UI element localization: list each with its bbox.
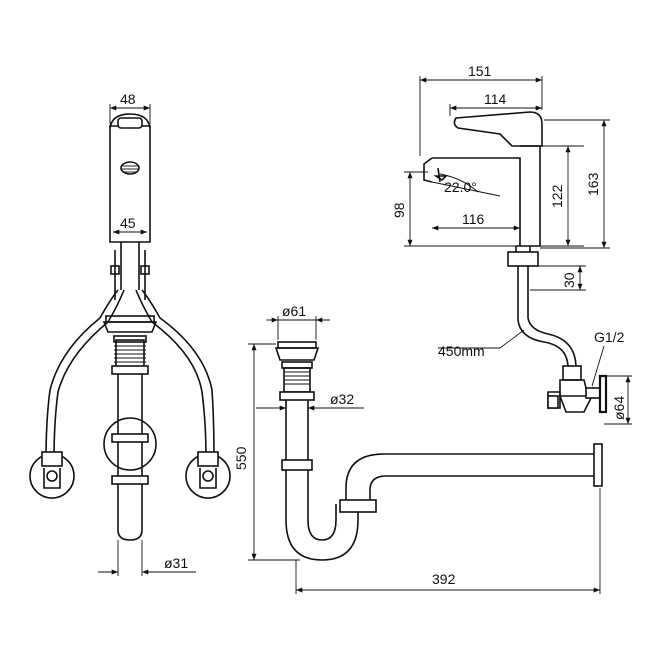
wall-flange	[593, 443, 603, 487]
dim-front-width: 48	[120, 91, 136, 107]
dim-flange: ø64	[611, 396, 627, 420]
valve-right-nut	[197, 451, 219, 467]
dim-drain-pipe: ø32	[330, 391, 354, 407]
hose-side	[517, 290, 569, 369]
angle-label: 22.0°	[444, 179, 477, 195]
dim-waste-pipe: ø31	[164, 555, 188, 571]
dim-height-163: 163	[585, 172, 601, 196]
outlet-arm	[345, 453, 596, 500]
dim-height-98: 98	[391, 202, 407, 218]
p-trap-view: ø61 ø32 550 392	[233, 303, 603, 594]
dim-front-base: 45	[120, 215, 136, 231]
trap-nut-left	[281, 459, 313, 471]
faucet-handle-side	[453, 111, 543, 147]
handle-slot	[117, 117, 143, 129]
u-bend	[285, 519, 359, 561]
trap-nut-front	[111, 433, 149, 443]
side-view: 22.0° 151 114 116 98 122	[391, 63, 632, 425]
faucet-handle-front	[109, 113, 151, 129]
waste-plug-front	[102, 321, 158, 333]
valve-handle-side	[547, 395, 559, 409]
hose-left	[45, 289, 119, 461]
front-view: 48 45	[29, 91, 231, 576]
dim-hose: 450mm	[438, 343, 485, 359]
aerator	[120, 161, 140, 175]
dim-thread: G1/2	[594, 329, 625, 345]
dim-drain-top: ø61	[282, 303, 306, 319]
dim-side-total: 151	[468, 63, 492, 79]
dim-trap-length: 392	[432, 571, 456, 587]
valve-flange-side	[598, 374, 608, 414]
dim-side-handle: 114	[484, 91, 507, 107]
valve-side	[559, 379, 590, 397]
hose-nut-side	[562, 365, 582, 381]
trap-nut-right	[339, 499, 377, 513]
dim-shank: 30	[561, 272, 577, 288]
drain-head	[274, 347, 320, 361]
dim-height-122: 122	[549, 184, 565, 208]
spout	[423, 157, 433, 183]
hose-right	[135, 289, 207, 461]
trap-bend-front	[103, 417, 157, 471]
dim-trap-height: 550	[233, 446, 249, 470]
shank-base	[507, 251, 539, 267]
dim-side-spout: 116	[462, 211, 485, 227]
valve-left-nut	[41, 451, 63, 467]
